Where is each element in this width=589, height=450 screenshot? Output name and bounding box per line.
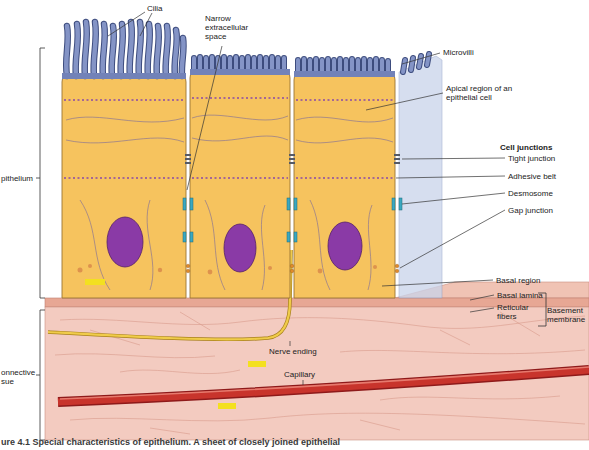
- part-label: Gap junction: [508, 206, 553, 215]
- bracket-label: Basement membrane: [547, 306, 587, 324]
- part-label: Reticular fibers: [497, 303, 537, 321]
- part-label: Microvilli: [443, 48, 474, 57]
- part-label: Desmosome: [508, 189, 553, 198]
- part-label: Cilia: [147, 4, 163, 13]
- part-label: Tight junction: [508, 154, 555, 163]
- part-label: Capillary: [283, 370, 316, 379]
- tissue-label: pithelium: [1, 174, 33, 183]
- group-heading: Cell junctions: [500, 143, 552, 152]
- part-label: Basal lamina: [497, 291, 543, 300]
- part-label: Narrow extracellular space: [205, 14, 259, 41]
- tissue-label: onnective sue: [1, 368, 39, 386]
- part-label: Basal region: [496, 276, 540, 285]
- figure-caption: ure 4.1 Special characteristics of epith…: [1, 437, 340, 448]
- part-label: Apical region of an epithelial cell: [446, 84, 542, 102]
- part-label: Adhesive belt: [508, 172, 556, 181]
- part-label: Nerve ending: [268, 347, 318, 356]
